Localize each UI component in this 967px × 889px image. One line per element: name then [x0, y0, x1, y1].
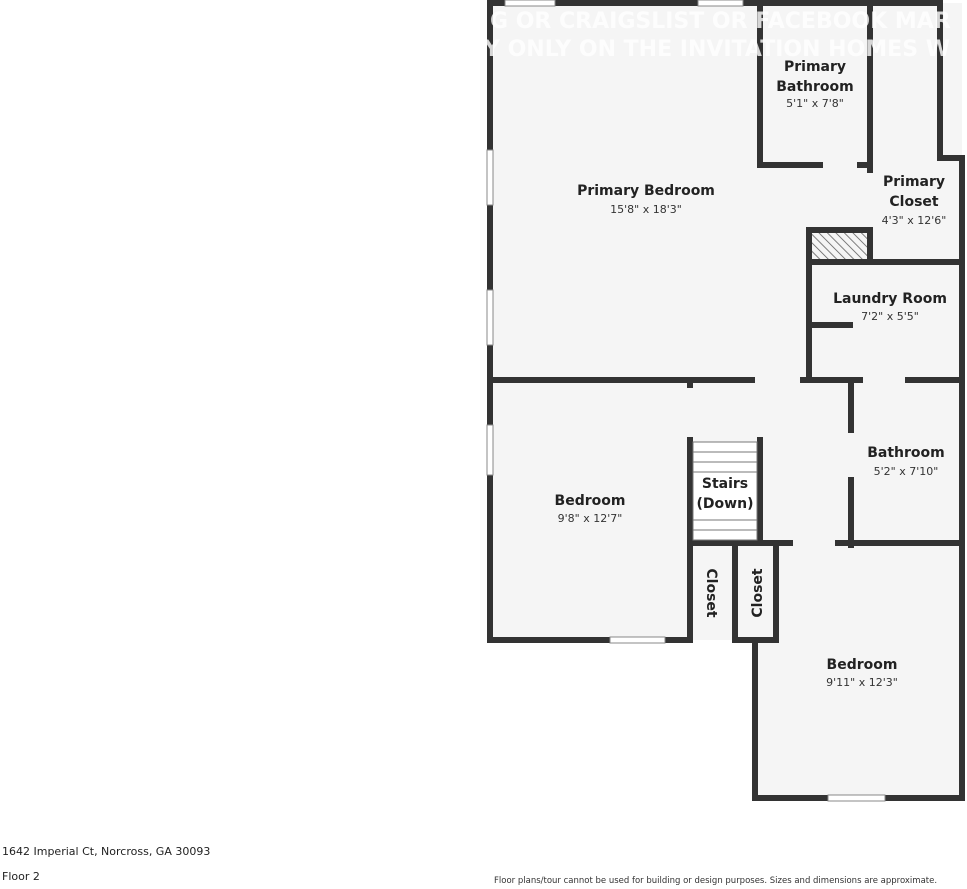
walls [487, 0, 965, 801]
room-dim: 5'2" x 7'10" [874, 465, 939, 478]
room-bedroom-3: Bedroom [827, 657, 898, 673]
room-bedroom-2: Bedroom [555, 493, 626, 509]
room-dim: 9'8" x 12'7" [558, 512, 623, 525]
room-dim: 5'1" x 7'8" [786, 97, 844, 110]
room-closet-1: Closet [703, 568, 719, 618]
room-dim: 7'2" x 5'5" [861, 310, 919, 323]
hatched-chase [809, 230, 870, 262]
room-stairs: Stairs(Down) [697, 476, 754, 512]
room-dim: 4'3" x 12'6" [882, 214, 947, 227]
room-closet-2: Closet [750, 568, 766, 618]
floor-label: Floor 2 [2, 870, 40, 883]
room-bathroom: Bathroom [867, 445, 945, 461]
room-primary-bedroom: Primary Bedroom [577, 183, 715, 199]
address: 1642 Imperial Ct, Norcross, GA 30093 [2, 845, 211, 858]
watermark-line-1: G OR CRAIGSLIST OR FACEBOOK MAR [490, 9, 951, 34]
room-dim: 15'8" x 18'3" [610, 203, 682, 216]
watermark-line-2: Y ONLY ON THE INVITATION HOMES W [483, 37, 950, 62]
room-laundry: Laundry Room [833, 291, 947, 307]
windows [486, 0, 886, 802]
room-dim: 9'11" x 12'3" [826, 676, 898, 689]
disclaimer: Floor plans/tour cannot be used for buil… [494, 876, 938, 886]
